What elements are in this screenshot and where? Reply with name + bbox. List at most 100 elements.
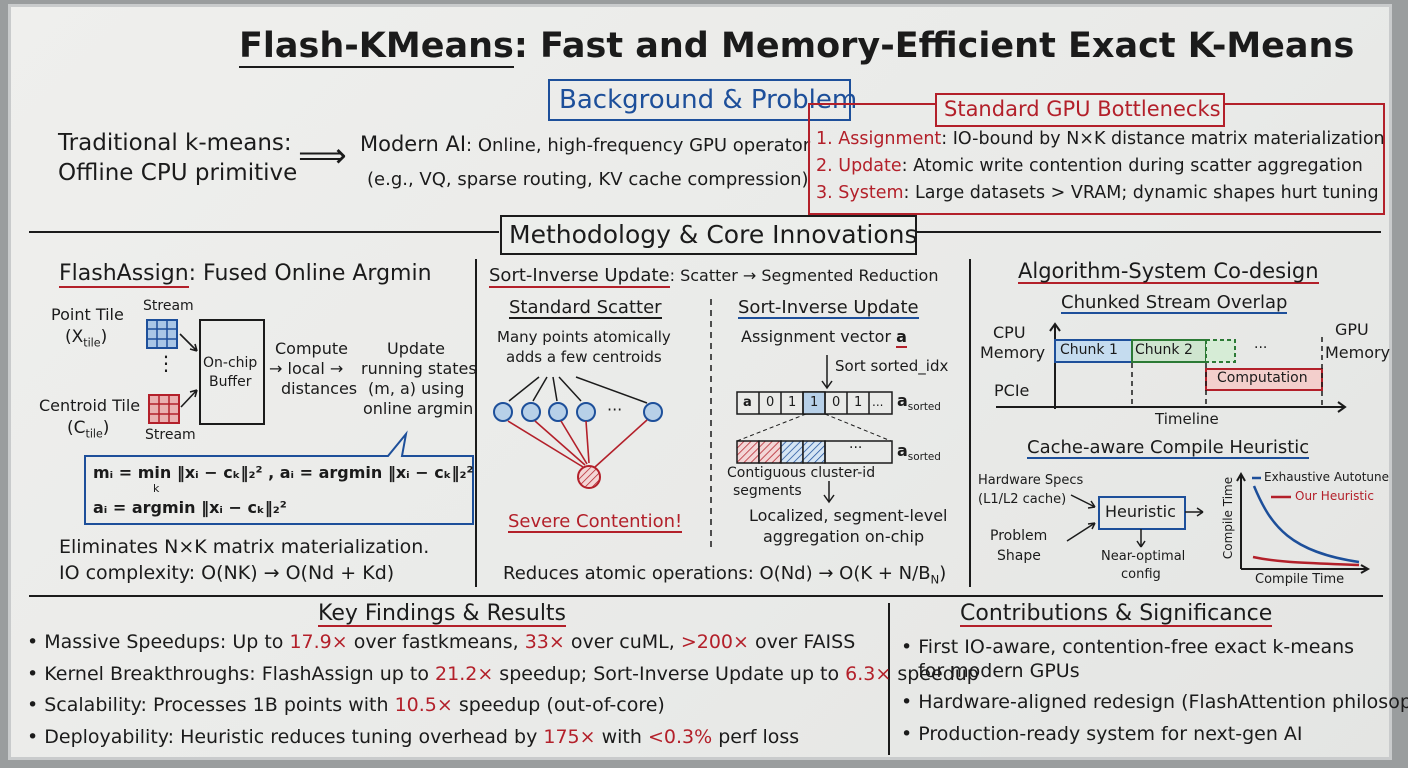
standard-scatter-title: Standard Scatter xyxy=(509,297,662,319)
traditional-line1: Traditional k-means: xyxy=(58,130,292,156)
compute-label: Compute xyxy=(275,339,348,358)
timeline-dashes xyxy=(1131,337,1323,407)
gpu-memory-label: GPU xyxy=(1335,320,1369,339)
centroid-tile-symbol: (Ctile) xyxy=(67,418,110,441)
bottleneck-item: 1. Assignment: IO-bound by N×K distance … xyxy=(816,129,1385,149)
timeline-label: Timeline xyxy=(1155,410,1219,428)
reduces-atomic: Reduces atomic operations: O(Nd) → O(K +… xyxy=(503,563,947,587)
a-sorted-label: asorted xyxy=(897,441,941,464)
stream-label: Stream xyxy=(145,427,196,443)
page-title: Flash-KMeans: Fast and Memory-Efficient … xyxy=(239,26,1355,68)
contributions-heading: Contributions & Significance xyxy=(960,601,1273,627)
on-chip-buffer-box xyxy=(199,319,265,425)
contribution-item: • First IO-aware, contention-free exact … xyxy=(901,636,1355,658)
finding-item: • Scalability: Processes 1B points with … xyxy=(27,694,665,716)
point-arrows xyxy=(508,376,648,404)
gpu-memory-label: Memory xyxy=(1325,343,1391,362)
a-sorted-label: asorted xyxy=(897,391,941,414)
title-rest: : Fast and Memory-Efficient Exact K-Mean… xyxy=(513,26,1355,66)
flow-arrows xyxy=(179,333,198,408)
point-tile-label: Point Tile xyxy=(51,305,124,324)
sorted-array xyxy=(736,391,893,415)
standard-desc: adds a few centroids xyxy=(506,348,662,366)
modern-ai-text: : Online, high-frequency GPU operator xyxy=(466,135,811,156)
bottleneck-item: 3. System: Large datasets > VRAM; dynami… xyxy=(816,183,1379,203)
segmented-array xyxy=(736,440,893,464)
codesign-title: Algorithm-System Co-design xyxy=(1018,259,1319,284)
sort-inverse-title: Sort-Inverse Update xyxy=(738,297,919,319)
compute-label: distances xyxy=(281,379,358,398)
centroid-nodes xyxy=(493,402,663,422)
computation-label: Computation xyxy=(1217,370,1308,386)
problem-shape-label: Shape xyxy=(997,548,1041,564)
hardware-specs-label: (L1/L2 cache) xyxy=(978,492,1067,507)
array-cell: 1 xyxy=(854,395,863,410)
legend-heuristic: Our Heuristic xyxy=(1295,489,1374,503)
contribution-item: • Production-ready system for next-gen A… xyxy=(901,723,1303,745)
formula-line1: mᵢ = min ‖xᵢ − cₖ‖₂² , aᵢ = argmin ‖xᵢ −… xyxy=(93,463,474,482)
legend-exhaustive: Exhaustive Autotune xyxy=(1264,470,1389,484)
ellipsis: ··· xyxy=(607,400,623,419)
near-optimal-label: config xyxy=(1121,567,1161,582)
formula-subscript-k: k xyxy=(153,482,160,495)
chart-xlabel: Compile Time xyxy=(1255,572,1345,587)
array-cell: a xyxy=(743,395,752,410)
sortinverse-title: Sort-Inverse Update: Scatter → Segmented… xyxy=(489,265,939,288)
computation-bar xyxy=(1205,368,1323,391)
diagram-graphics xyxy=(29,231,1383,755)
array-cell: 0 xyxy=(766,395,775,410)
methodology-heading: Methodology & Core Innovations xyxy=(509,220,918,249)
centroid-tile-grid xyxy=(148,394,180,424)
bottleneck-item: 2. Update: Atomic write contention durin… xyxy=(816,156,1363,176)
modern-ai-label: Modern AI xyxy=(360,132,467,156)
heuristic-box xyxy=(1098,496,1186,530)
bottlenecks-heading-box xyxy=(935,93,1225,127)
formula-line2: aᵢ = argmin ‖xᵢ − cₖ‖₂² xyxy=(93,498,287,517)
compile-chart-axes xyxy=(1236,471,1371,574)
modern-ai-examples: (e.g., VQ, sparse routing, KV cache comp… xyxy=(367,169,809,190)
pcie-label: PCIe xyxy=(994,381,1030,400)
chunk2-label: Chunk 2 xyxy=(1135,342,1193,358)
contiguous-label: Contiguous cluster-id xyxy=(727,465,876,481)
ellipsis: ··· xyxy=(1254,340,1268,356)
background-heading: Background & Problem xyxy=(559,85,858,115)
centroid-tile-label: Centroid Tile xyxy=(39,396,141,415)
finding-item: • Deployability: Heuristic reduces tunin… xyxy=(27,726,800,748)
chunked-title: Chunked Stream Overlap xyxy=(1061,292,1288,314)
localized-label: Localized, segment-level xyxy=(749,506,948,525)
array-cell: 1 xyxy=(788,395,797,410)
array-cell: 0 xyxy=(832,395,841,410)
update-label: online argmin xyxy=(363,399,474,418)
heuristic-label: Heuristic xyxy=(1105,502,1176,521)
finding-item: • Kernel Breakthroughs: FlashAssign up t… xyxy=(27,663,979,685)
implies-arrow-icon: ⟹ xyxy=(298,136,347,176)
point-tile-symbol: (Xtile) xyxy=(65,327,108,350)
array-cell: 1 xyxy=(810,395,819,410)
formula-callout xyxy=(84,430,474,525)
vdots: ⋮ xyxy=(156,351,176,375)
contention-arrows xyxy=(507,419,648,468)
chart-ylabel: Compile Time xyxy=(1221,476,1236,560)
title-main: Flash-KMeans xyxy=(239,26,514,68)
chunk3-bar xyxy=(1205,339,1236,363)
bottlenecks-heading: Standard GPU Bottlenecks xyxy=(944,97,1221,121)
finding-item: • Massive Speedups: Up to 17.9× over fas… xyxy=(27,631,856,653)
near-optimal-label: Near-optimal xyxy=(1101,549,1186,564)
assignment-vector: Assignment vector a xyxy=(741,327,907,348)
point-tile-grid xyxy=(146,319,178,349)
contribution-item: • Hardware-aligned redesign (FlashAttent… xyxy=(901,691,1408,713)
whiteboard: Flash-KMeans: Fast and Memory-Efficient … xyxy=(8,4,1408,760)
flashassign-summary: IO complexity: O(NK) → O(Nd + Kd) xyxy=(59,562,395,584)
stream-label: Stream xyxy=(143,298,194,314)
problem-shape-label: Problem xyxy=(990,528,1048,544)
contiguous-label: segments xyxy=(733,483,802,499)
flashassign-title: FlashAssign: Fused Online Argmin xyxy=(59,261,432,288)
cpu-memory-label: Memory xyxy=(980,343,1046,362)
localized-label: aggregation on-chip xyxy=(763,527,925,546)
traditional-line2: Offline CPU primitive xyxy=(58,160,298,186)
cpu-memory-label: CPU xyxy=(993,323,1026,342)
our-heuristic-curve xyxy=(1252,555,1360,567)
compute-label: → local → xyxy=(269,359,344,378)
sort-label: Sort sorted_idx xyxy=(835,357,949,375)
exhaustive-autotune-curve xyxy=(1252,485,1360,564)
